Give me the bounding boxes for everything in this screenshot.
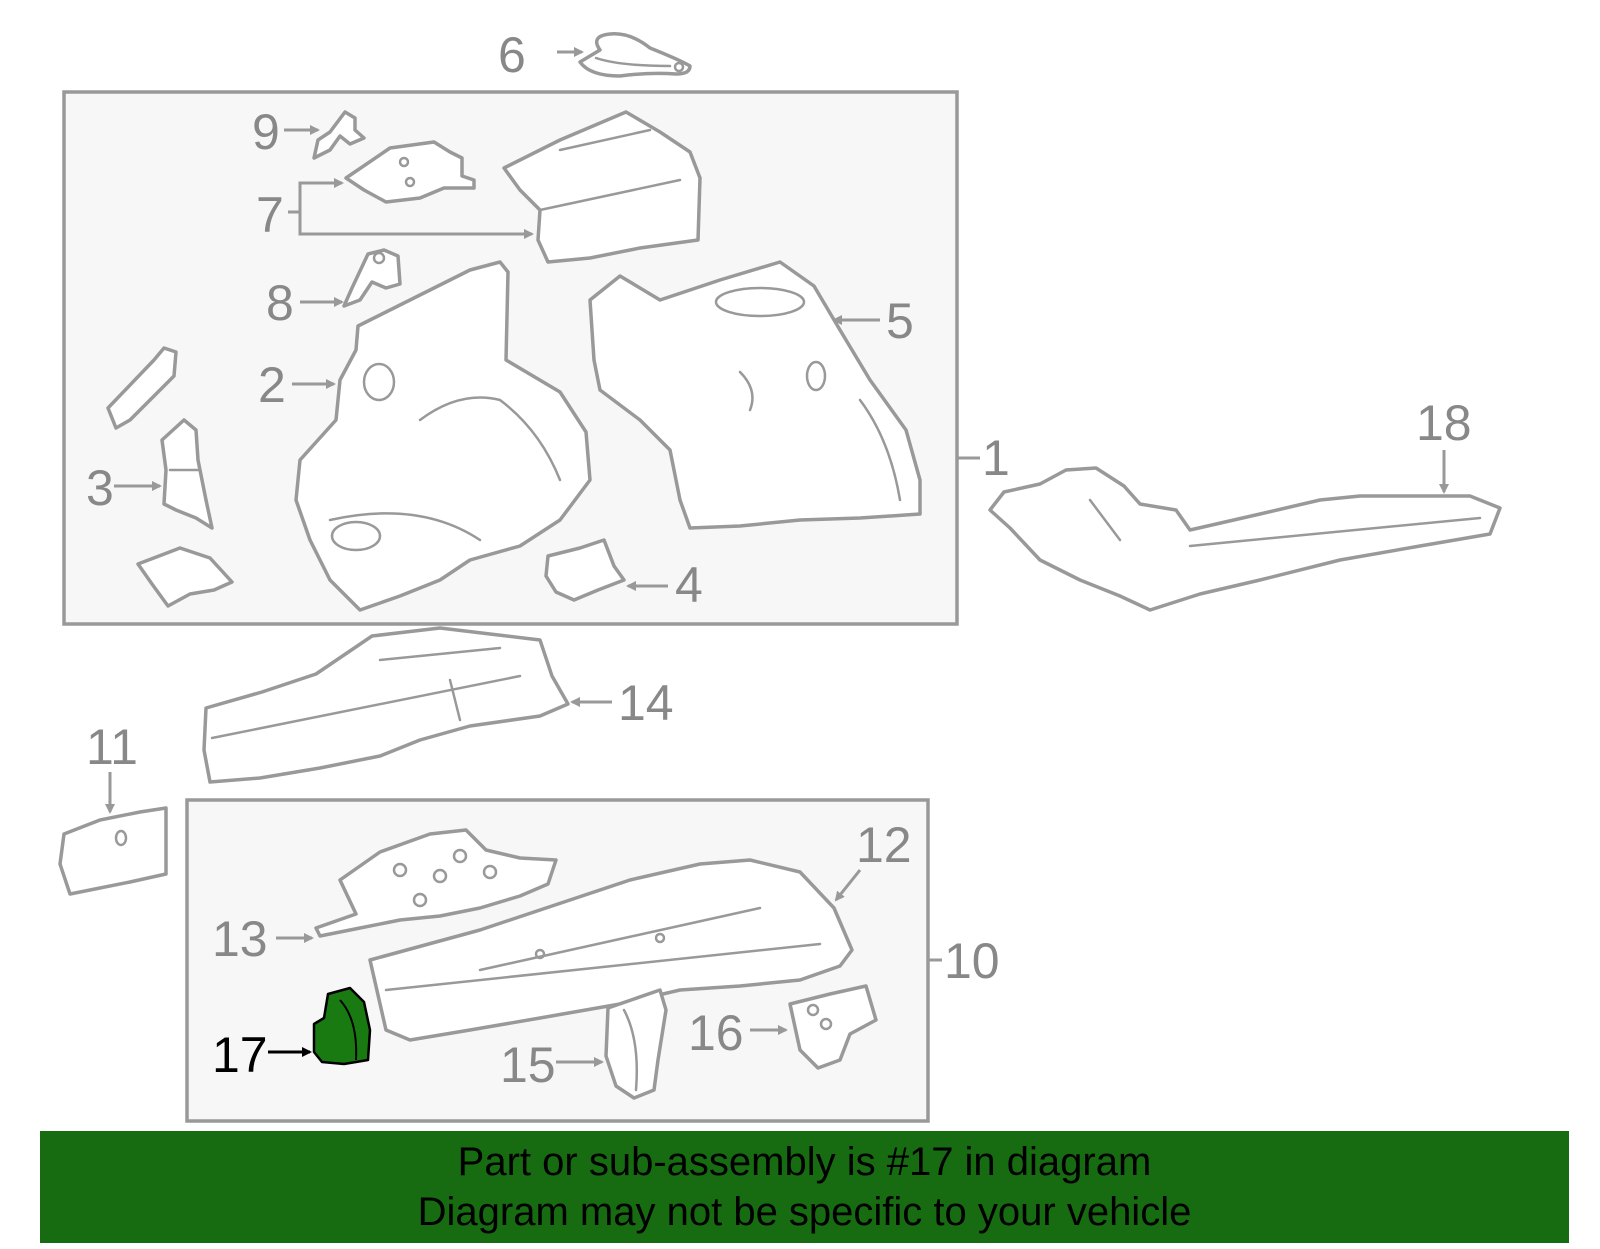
leader-7b [298,212,530,236]
lower-bracket-part[interactable] [136,546,234,608]
part-16[interactable] [788,984,878,1070]
part-17[interactable] [312,986,372,1066]
callout-10: 10 [944,933,1000,989]
callout-11: 11 [86,719,138,775]
leader-12 [834,869,862,902]
callout-18: 18 [1416,395,1472,451]
callout-8: 8 [266,275,294,331]
info-banner: Part or sub-assembly is #17 in diagram D… [40,1131,1569,1243]
callout-17: 17 [212,1027,268,1083]
part-7-upper[interactable] [344,140,476,204]
callout-12: 12 [856,817,912,873]
callout-16: 16 [688,1005,744,1061]
callout-14: 14 [618,675,674,731]
banner-line-1: Part or sub-assembly is #17 in diagram [457,1140,1152,1184]
callout-4: 4 [675,557,703,613]
banner-line-2: Diagram may not be specific to your vehi… [417,1190,1192,1234]
callout-13: 13 [212,911,268,967]
callout-9: 9 [252,104,280,160]
callout-2: 2 [258,357,286,413]
part-13[interactable] [314,828,558,938]
bracket-part[interactable] [106,346,178,430]
part-3[interactable] [160,418,214,530]
part-12[interactable] [368,858,854,1042]
part-6[interactable] [578,32,692,78]
callout-6: 6 [498,27,526,83]
part-11[interactable] [58,806,168,896]
part-8[interactable] [342,248,402,308]
callout-5: 5 [886,293,914,349]
part-2[interactable] [294,260,592,612]
part-14[interactable] [202,626,570,784]
part-15[interactable] [604,988,668,1100]
callout-1: 1 [982,430,1010,486]
part-4[interactable] [544,538,626,602]
part-7-lower[interactable] [502,110,702,264]
part-9[interactable] [312,110,366,160]
parts-diagram: 6 9 7 8 2 3 [58,27,1502,1123]
callout-3: 3 [86,460,114,516]
callout-15: 15 [500,1037,556,1093]
callout-7: 7 [256,187,284,243]
part-5[interactable] [588,260,922,530]
part-18[interactable] [988,466,1502,612]
